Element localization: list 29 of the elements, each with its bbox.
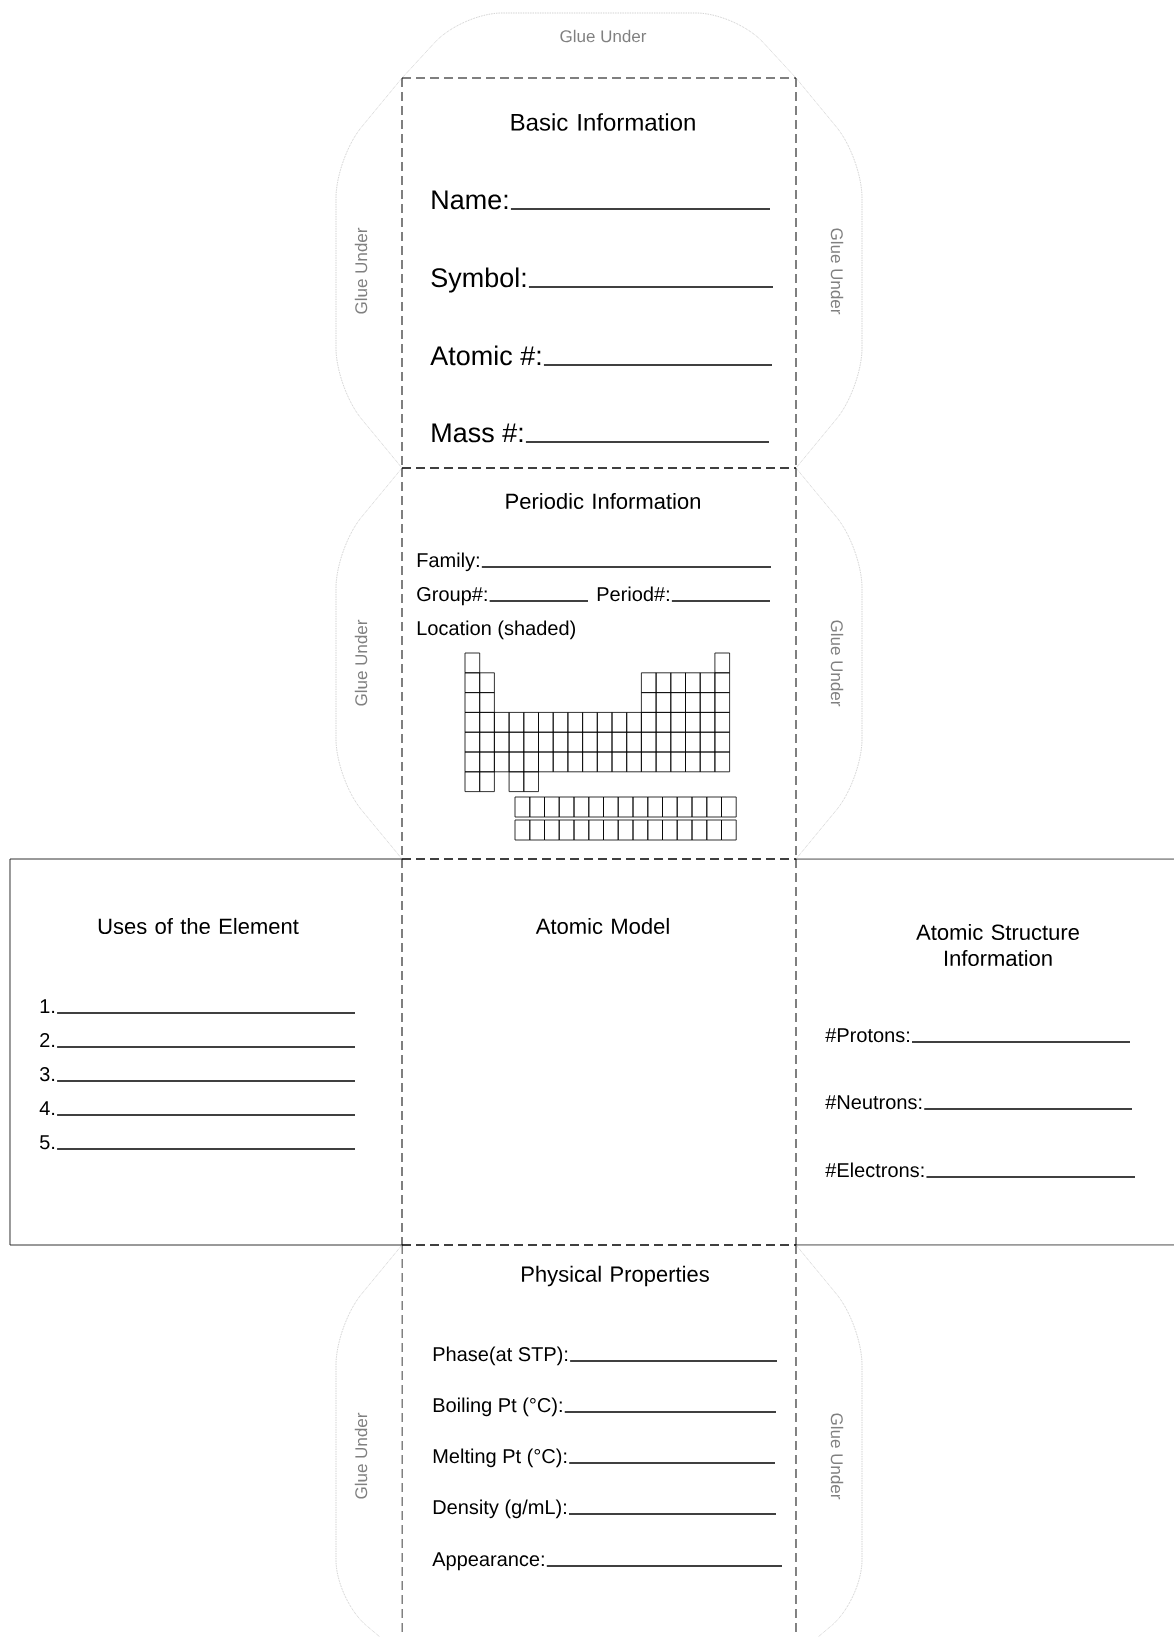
field-label: Phase(at STP): <box>433 1346 568 1366</box>
field-label: 4. <box>39 1101 55 1115</box>
glue-tab: Glue Under <box>795 77 863 469</box>
field-label: Mass #: <box>432 423 523 443</box>
field-label: Boiling Pt (°C): <box>433 1397 562 1417</box>
field-label: Atomic #: <box>430 345 541 366</box>
field-label: Symbol: <box>431 267 526 293</box>
field-label: #Protons: <box>825 1028 909 1043</box>
field-label: #Neutrons: <box>825 1095 922 1110</box>
glue-tab: Glue Under <box>335 467 403 860</box>
field-label: Melting Pt (°C): <box>433 1448 567 1468</box>
glue-tab: Glue Under <box>795 1244 863 1637</box>
field-label: Family: <box>417 552 479 572</box>
glue-tab: Glue Under <box>335 1244 403 1637</box>
glue-tab: Glue Under <box>795 467 863 860</box>
glue-tab: Glue Under <box>401 12 797 79</box>
field-label: #Electrons: <box>825 1162 924 1178</box>
field-label: Group#: <box>417 587 487 606</box>
field-label: 2. <box>40 1033 55 1047</box>
field-label: Location (shaded) <box>417 620 576 640</box>
face-panel: Atomic Model <box>401 858 797 1246</box>
field-label: 3. <box>39 1067 55 1082</box>
field-label: Density (g/mL): <box>433 1499 566 1519</box>
field-label: 1. <box>40 999 55 1013</box>
field-label: Period#: <box>597 586 669 602</box>
field-label: 5. <box>40 1135 55 1150</box>
field-label: Name: <box>432 190 508 210</box>
field-label: Appearance: <box>432 1552 544 1571</box>
glue-tab: Glue Under <box>335 77 403 469</box>
